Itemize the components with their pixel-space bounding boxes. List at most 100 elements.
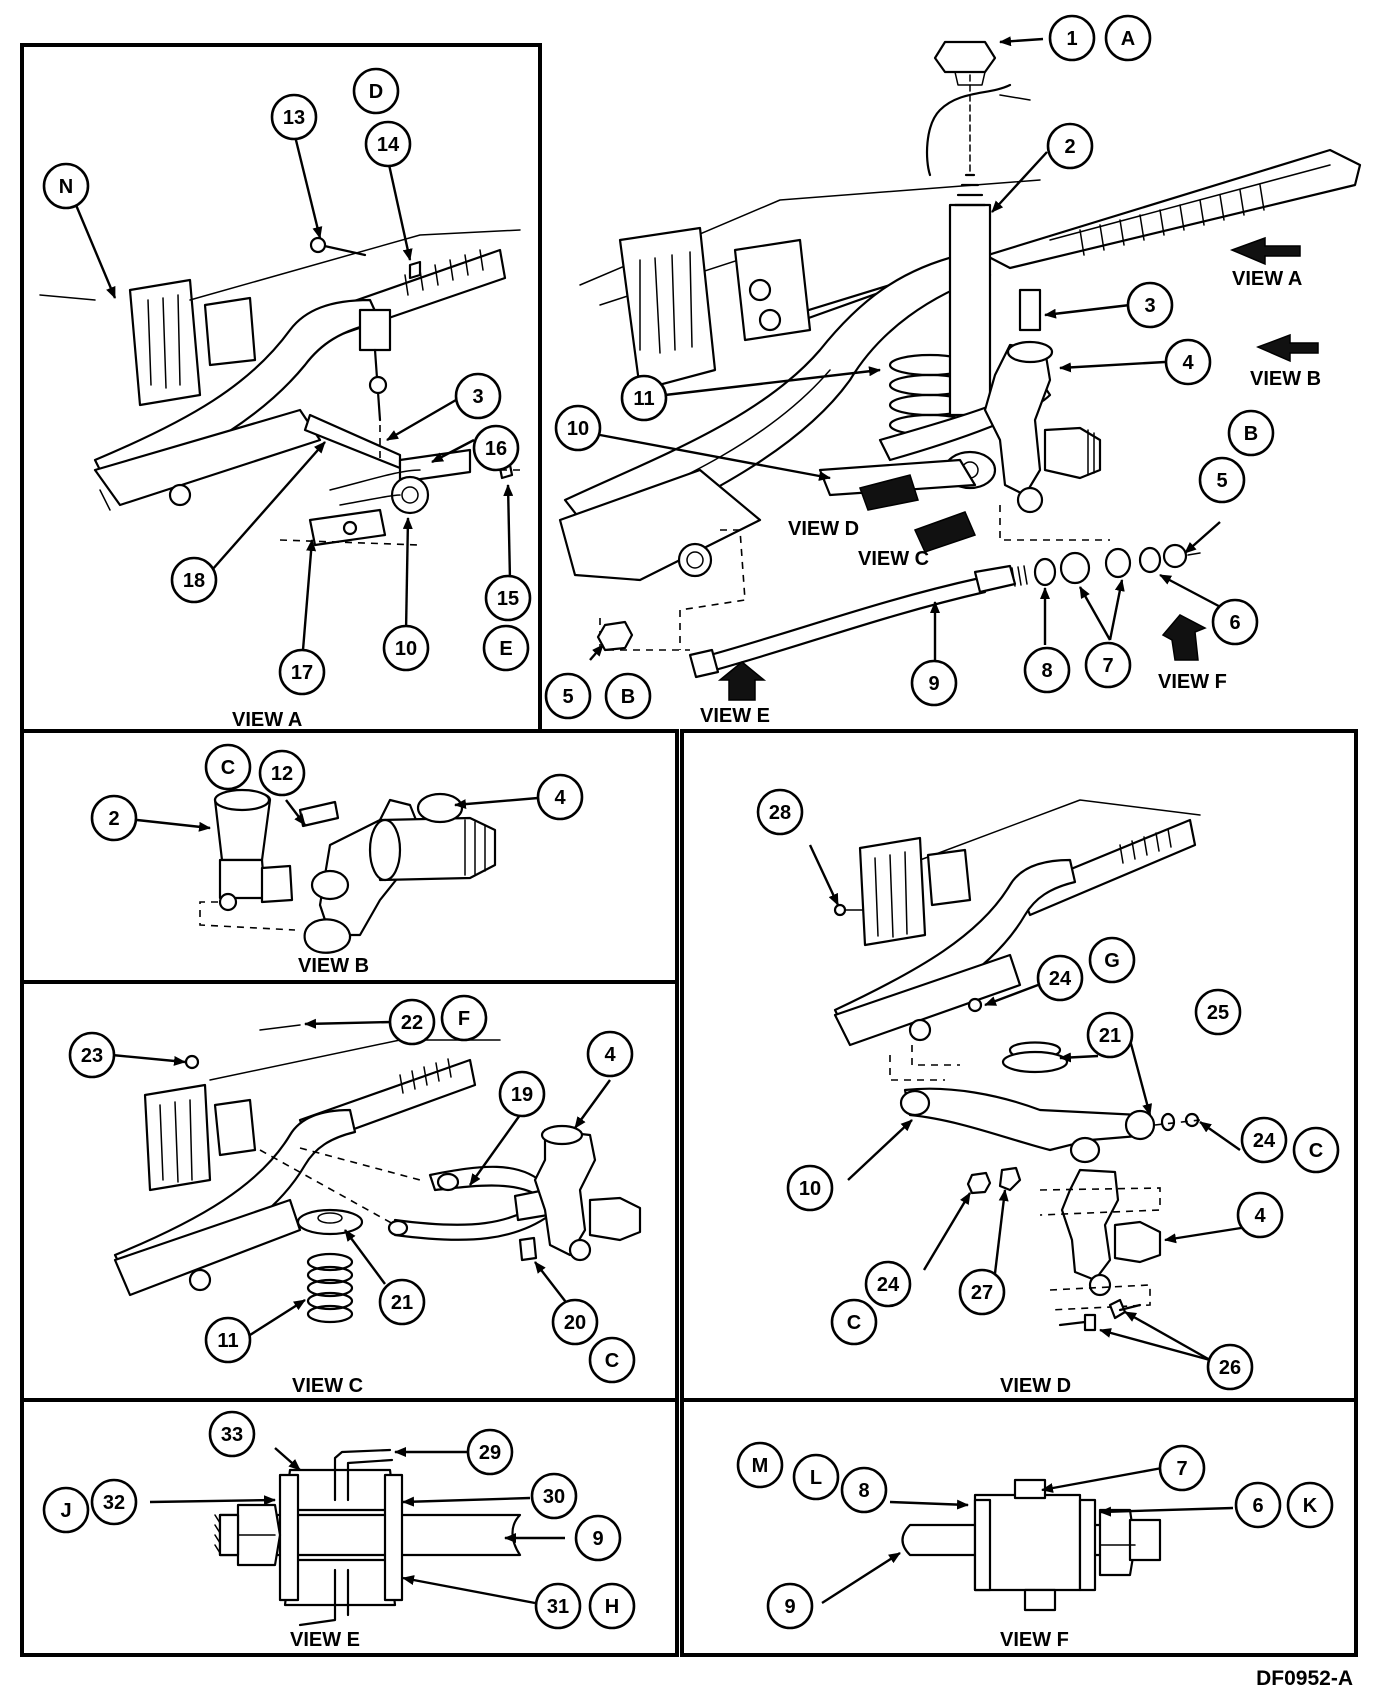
callout-circle xyxy=(1194,988,1242,1036)
callout-circle xyxy=(544,672,592,720)
callout-text: 29 xyxy=(479,1442,501,1464)
callout-text: A xyxy=(1121,28,1135,50)
callout-circle xyxy=(364,120,412,168)
callout-text: 24 xyxy=(877,1274,900,1296)
callout-a-10: 10 xyxy=(382,624,430,672)
callout-text: 2 xyxy=(108,808,119,830)
callout-d-21: 21 xyxy=(1086,1011,1134,1059)
callout-f-8: 8 xyxy=(840,1466,888,1514)
callout-circle xyxy=(1158,1444,1206,1492)
callout-text: 10 xyxy=(395,638,417,660)
callout-circle xyxy=(1048,14,1096,62)
callout-circle xyxy=(1084,641,1132,689)
callout-e-j: J xyxy=(42,1486,90,1534)
callout-circle xyxy=(454,372,502,420)
view-b-leader-arrows xyxy=(136,796,539,832)
view-c-title: VIEW C xyxy=(292,1375,363,1397)
callout-main-4: 4 xyxy=(1164,338,1212,386)
callout-d-27: 27 xyxy=(958,1268,1006,1316)
panel-frames xyxy=(20,43,1358,1657)
callout-circle xyxy=(792,1453,840,1501)
callout-text: G xyxy=(1104,950,1120,972)
callout-circle xyxy=(864,1260,912,1308)
callout-main-bb: B xyxy=(604,672,652,720)
main-arrow-label-view-a: VIEW A xyxy=(1232,268,1302,290)
callout-circle xyxy=(204,1316,252,1364)
callout-c-c: C xyxy=(588,1336,636,1384)
callout-circle xyxy=(1198,456,1246,504)
callout-d-24a: 24 xyxy=(1036,954,1084,1002)
callout-e-33: 33 xyxy=(208,1410,256,1458)
callout-text: 1 xyxy=(1066,28,1077,50)
callout-text: 24 xyxy=(1253,1130,1276,1152)
callout-circle xyxy=(554,404,602,452)
callout-main-a: A xyxy=(1104,14,1152,62)
callout-e-31: 31 xyxy=(534,1582,582,1630)
callout-text: 8 xyxy=(1041,660,1052,682)
callout-text: 9 xyxy=(592,1528,603,1550)
callout-text: C xyxy=(847,1312,861,1334)
main-arrow-label-view-d: VIEW D xyxy=(788,518,859,540)
callout-text: 27 xyxy=(971,1282,993,1304)
callout-text: 10 xyxy=(799,1178,821,1200)
callout-c-23: 23 xyxy=(68,1031,116,1079)
callout-text: 9 xyxy=(784,1596,795,1618)
view-a-drawing xyxy=(39,229,521,547)
view-titles: VIEW A VIEW B VIEW D VIEW C VIEW E VIEW … xyxy=(232,268,1321,1651)
view-f-frame xyxy=(680,1398,1358,1657)
callout-text: 3 xyxy=(472,386,483,408)
callout-circle xyxy=(534,1582,582,1630)
callout-circle xyxy=(1206,1343,1254,1391)
callout-text: D xyxy=(369,81,383,103)
callout-b-2: 2 xyxy=(90,794,138,842)
callout-circle xyxy=(1046,122,1094,170)
callout-text: 17 xyxy=(291,662,313,684)
callout-circle xyxy=(208,1410,256,1458)
callout-circle xyxy=(68,1031,116,1079)
callout-text: 31 xyxy=(547,1596,569,1618)
view-f-leader-arrows xyxy=(821,1466,1234,1605)
callout-circle xyxy=(1104,14,1152,62)
callout-text: 13 xyxy=(283,107,305,129)
callout-d-24b: 24 xyxy=(1240,1116,1288,1164)
callout-main-9: 9 xyxy=(910,659,958,707)
callout-circle xyxy=(756,788,804,836)
callout-b-12: 12 xyxy=(258,749,306,797)
callout-text: 21 xyxy=(391,1292,413,1314)
callout-circle xyxy=(958,1268,1006,1316)
callout-text: K xyxy=(1303,1495,1318,1517)
callout-circle xyxy=(1211,598,1259,646)
callout-circle xyxy=(1023,646,1071,694)
callout-text: E xyxy=(499,638,512,660)
view-a-leader-arrows xyxy=(74,131,514,651)
callout-circle xyxy=(604,672,652,720)
callout-text: 6 xyxy=(1252,1495,1263,1517)
callout-circle xyxy=(786,1164,834,1212)
callout-text: 21 xyxy=(1099,1025,1121,1047)
callout-circle xyxy=(382,624,430,672)
callout-f-7: 7 xyxy=(1158,1444,1206,1492)
callout-circle xyxy=(42,162,90,210)
callout-main-5: 5 xyxy=(1198,456,1246,504)
callout-circle xyxy=(204,743,252,791)
callout-a-e: E xyxy=(482,624,530,672)
callout-text: 25 xyxy=(1207,1002,1229,1024)
callout-main-b: B xyxy=(1227,409,1275,457)
callout-circle xyxy=(536,773,584,821)
callout-circle xyxy=(1236,1191,1284,1239)
callout-text: C xyxy=(1309,1140,1323,1162)
callout-a-3: 3 xyxy=(454,372,502,420)
main-arrow-label-view-b: VIEW B xyxy=(1250,368,1321,390)
callout-circle xyxy=(1164,338,1212,386)
callout-a-14: 14 xyxy=(364,120,412,168)
callout-c-22: 22 xyxy=(388,998,436,1046)
callout-c-21: 21 xyxy=(378,1278,426,1326)
callout-c-11: 11 xyxy=(204,1316,252,1364)
callout-a-15: 15 xyxy=(484,574,532,622)
callout-circle xyxy=(90,794,138,842)
callout-e-h: H xyxy=(588,1582,636,1630)
callout-circle xyxy=(472,424,520,472)
callout-d-g: G xyxy=(1088,936,1136,984)
